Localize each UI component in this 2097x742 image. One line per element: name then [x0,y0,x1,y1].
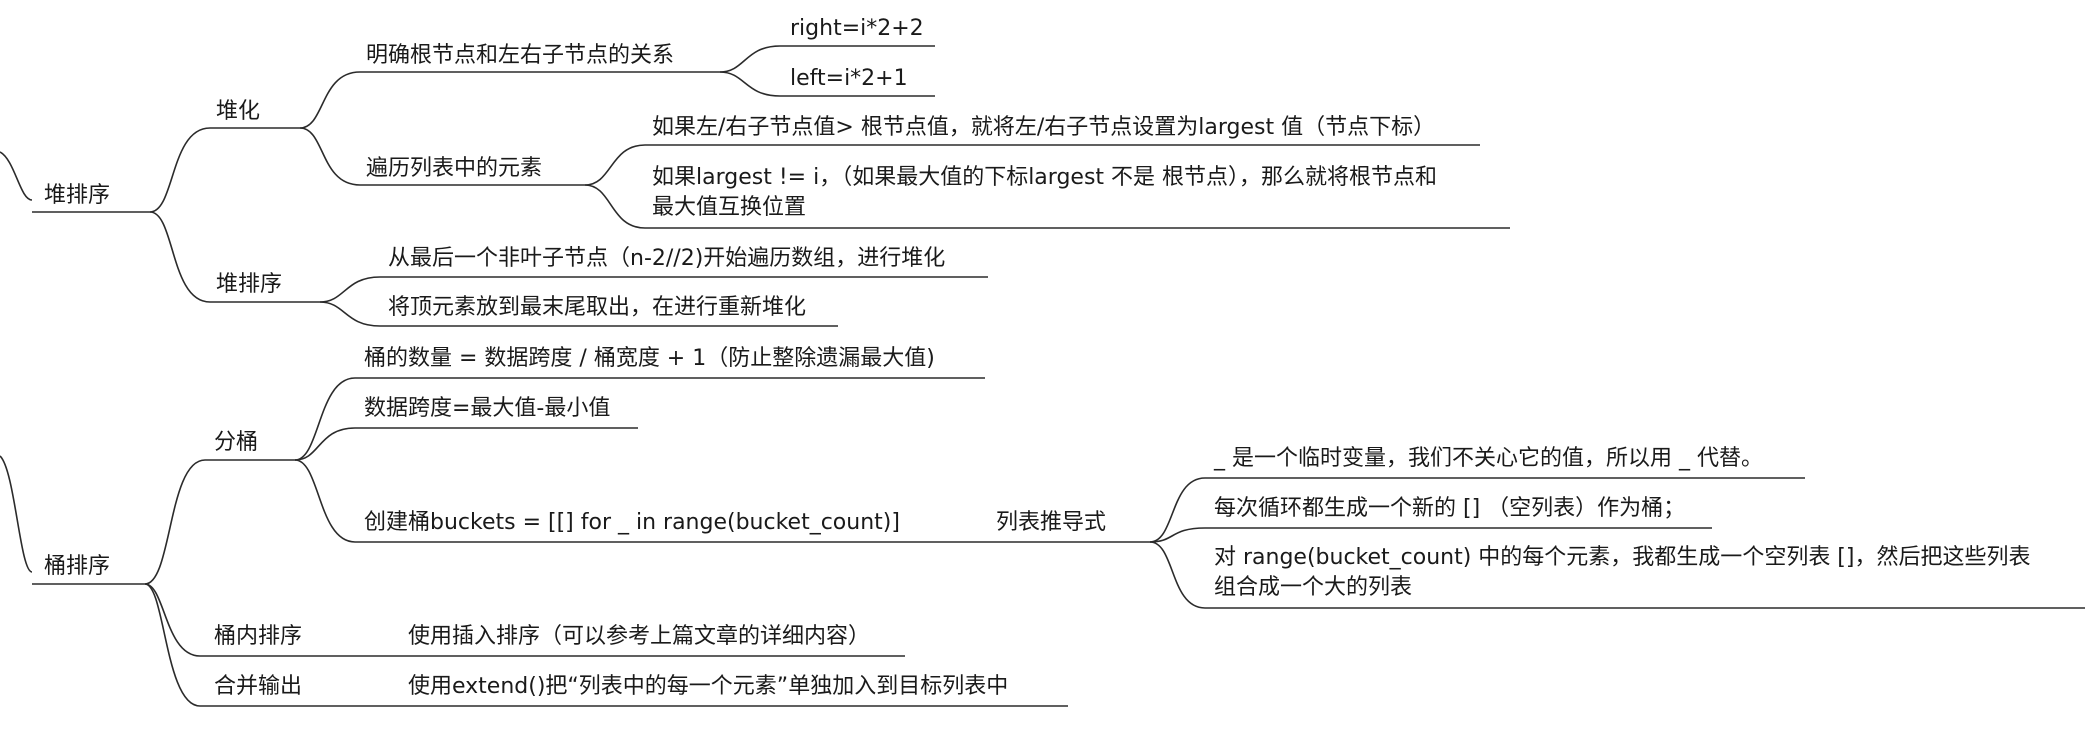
connector-split-to-span [294,427,356,461]
inner-sort-node[interactable]: 桶内排序 [214,624,303,649]
connector-traverse-to-cond2 [584,184,646,229]
connector-split-to-create [294,459,356,543]
inner-sort-detail[interactable]: 使用插入排序（可以参考上篇文章的详细内容） [408,624,871,649]
heap-sort-step-1[interactable]: 从最后一个非叶子节点（n-2//2)开始遍历数组，进行堆化 [388,246,946,271]
traverse-node[interactable]: 遍历列表中的元素 [366,156,543,181]
split-bucket-node[interactable]: 分桶 [214,430,259,455]
connector-heapify-to-traverse [299,127,361,186]
traverse-condition-2-line1: 如果largest != i，（如果最大值的下标largest 不是 根节点），… [652,165,1438,190]
heap-sort-subnode[interactable]: 堆排序 [216,272,283,297]
data-span-formula[interactable]: 数据跨度=最大值-最小值 [364,396,611,421]
connector-comprehension-to-note3 [1149,541,1206,609]
heap-sort-step-2[interactable]: 将顶元素放到最末尾取出，在进行重新堆化 [388,295,807,320]
connector-sort-to-step1 [319,276,381,303]
connector-heap-entry [0,151,33,201]
connector-sort-to-step2 [319,301,381,327]
connector-comprehension-to-note2 [1149,527,1206,543]
comprehension-note-2[interactable]: 每次循环都生成一个新的 [] （空列表）作为桶； [1214,496,1686,521]
relation-node[interactable]: 明确根节点和左右子节点的关系 [366,43,675,68]
connector-bucket-entry [0,455,33,573]
connector-bucket-to-split [144,459,206,585]
connector-heapify-to-relation [299,71,361,129]
connector-relation-to-right [719,45,781,73]
connector-relation-to-left [719,71,781,97]
heapify-node[interactable]: 堆化 [216,99,261,124]
connector-heap-to-heapify [149,127,211,213]
right-child-formula[interactable]: right=i*2+2 [790,16,924,41]
connector-bucket-to-merge [144,583,201,707]
connector-heap-to-sort [149,211,211,303]
comprehension-note-3-line1: 对 range(bucket_count) 中的每个元素，我都生成一个空列表 [… [1214,545,2031,570]
bucket-count-formula[interactable]: 桶的数量 = 数据跨度 / 桶宽度 + 1（防止整除遗漏最大值) [364,346,935,371]
connector-bucket-to-inner [144,583,201,657]
left-child-formula[interactable]: left=i*2+1 [790,66,908,91]
connector-traverse-to-cond1 [584,144,646,186]
comprehension-note-3[interactable]: 对 range(bucket_count) 中的每个元素，我都生成一个空列表 [… [1214,543,2030,603]
merge-output-node[interactable]: 合并输出 [214,674,303,699]
traverse-condition-2[interactable]: 如果largest != i，（如果最大值的下标largest 不是 根节点），… [652,163,1437,223]
comprehension-note-3-line2: 组合成一个大的列表 [1214,575,1413,600]
merge-output-detail[interactable]: 使用extend()把“列表中的每一个元素”单独加入到目标列表中 [408,674,1009,699]
create-buckets-code[interactable]: 创建桶buckets = [[] for _ in range(bucket_c… [364,510,900,535]
traverse-condition-1[interactable]: 如果左/右子节点值> 根节点值，就将左/右子节点设置为largest 值（节点下… [652,115,1436,140]
heap-sort-root[interactable]: 堆排序 [44,183,111,208]
bucket-sort-root[interactable]: 桶排序 [44,554,111,579]
connector-split-to-count [294,377,356,461]
connector-comprehension-to-note1 [1149,477,1206,543]
traverse-condition-2-line2: 最大值互换位置 [652,195,807,220]
list-comprehension-node[interactable]: 列表推导式 [996,510,1107,535]
comprehension-note-1[interactable]: _ 是一个临时变量，我们不关心它的值，所以用 _ 代替。 [1214,446,1763,471]
